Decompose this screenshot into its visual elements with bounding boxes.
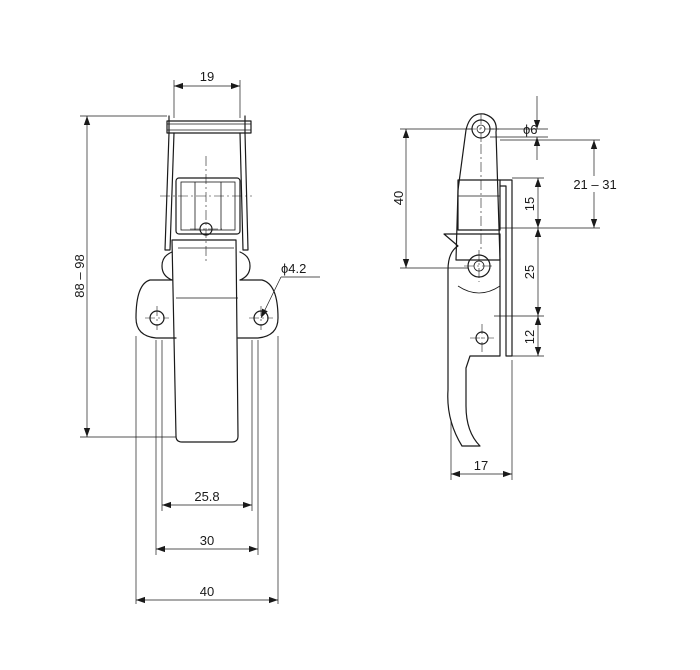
dim-adjust-range-label: 21 – 31 <box>573 177 616 192</box>
front-view: 19 88 – 98 ϕ4.2 25.8 30 40 <box>72 69 320 604</box>
dim-top-width-label: 19 <box>200 69 214 84</box>
dim-upper-pitch-label: 15 <box>522 197 537 211</box>
dim-lower-pitch-label: 25 <box>522 265 537 279</box>
dim-inner-width-label: 25.8 <box>194 489 219 504</box>
front-top-pin <box>166 120 252 134</box>
front-left-ear <box>161 251 173 281</box>
dim-hole-dia-label: ϕ4.2 <box>281 261 306 276</box>
side-view: ϕ6 40 21 – 31 15 25 12 17 <box>391 96 630 480</box>
dim-pin-dia-label: ϕ6 <box>523 122 538 137</box>
dim-pivot-height-label: 40 <box>391 191 406 205</box>
dim-hook-offset-label: 12 <box>522 330 537 344</box>
dim-hole-spacing-label: 30 <box>200 533 214 548</box>
side-base-bracket <box>499 179 513 357</box>
front-lever-plate <box>171 239 239 443</box>
front-loop-right-bar <box>239 115 249 251</box>
front-right-ear <box>239 251 251 281</box>
dim-total-height-label: 88 – 98 <box>72 254 87 297</box>
dim-base-width-label: 40 <box>200 584 214 599</box>
front-loop-left-bar <box>164 115 175 251</box>
front-roller-block <box>175 177 241 235</box>
dim-depth-label: 17 <box>474 458 488 473</box>
side-lever-arm <box>455 113 501 261</box>
front-base-plate <box>135 279 279 339</box>
